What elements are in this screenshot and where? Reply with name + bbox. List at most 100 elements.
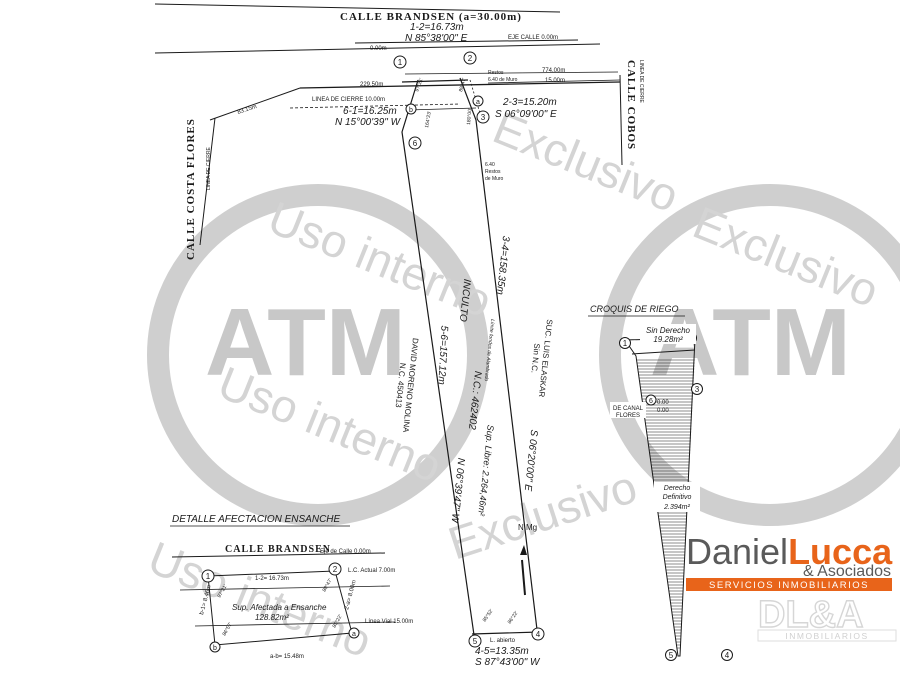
detail-ab: a-b= 15.48m	[270, 654, 304, 660]
dim-774-line	[404, 71, 619, 75]
street-east-label: CALLE COBOS	[625, 60, 637, 150]
riego-derecho-bg	[654, 482, 700, 512]
vertex-markers	[393, 51, 545, 648]
detail-sup-label: Sup. Afectada a Ensanche	[232, 603, 327, 612]
detail-s12: 1-2= 16.73m	[255, 576, 289, 582]
riego-vertex-4-marker	[721, 649, 733, 661]
riego-vertex-6-label: 6	[649, 398, 653, 405]
side-34-bearing: S 06°20'00" E	[522, 429, 539, 492]
north-arrow-icon	[520, 545, 527, 555]
side-34-length: 3-4=158.35m	[494, 235, 511, 295]
riego-sin-derecho-area: 19.28m²	[653, 335, 683, 344]
side-12-length: 1-2=16.73m	[410, 22, 464, 33]
vertex-5-label: 5	[473, 637, 478, 646]
west-closure-label: LINEA DE CIERRE	[206, 147, 212, 190]
street-north-label: CALLE BRANDSEN (a=30.00m)	[340, 11, 522, 23]
watermark-ring-left	[147, 184, 489, 526]
riego-divider	[631, 349, 696, 355]
detail-sup-value: 128.82m²	[255, 613, 289, 622]
riego-panel: CROQUIS DE RIEGO 1 2 3 6 5 4 Sin Derecho…	[588, 304, 733, 661]
street-lines	[154, 3, 623, 246]
detail-eje: Eje de Calle 0.00m	[320, 549, 371, 555]
vertex-a-marker	[472, 95, 484, 107]
riego-vertex-1-label: 1	[623, 339, 628, 348]
neighbor-east-nc: Sin N.C.	[529, 343, 541, 374]
riego-vertex-6-marker	[645, 394, 657, 406]
open-boundary-label: L. abierto	[490, 638, 516, 644]
vertex-6-marker	[408, 136, 422, 150]
resto-top-1: Restos	[488, 70, 504, 76]
angle-2: 89°47'	[458, 77, 467, 92]
parcel-west-side	[401, 79, 476, 643]
brand-monogram-bar	[757, 629, 897, 642]
detail-vertex-a-marker	[348, 627, 360, 639]
street-west-label: CALLE COSTA FLORES	[185, 118, 197, 260]
vertex-2-label: 2	[468, 54, 473, 63]
axis-eje-label: EJE CALLE 0.00m	[508, 35, 558, 41]
vertex-a-label: a	[476, 99, 480, 106]
closure-inside	[407, 107, 477, 111]
vertex-6-label: 6	[413, 139, 418, 148]
riego-derecho-1: Derecho	[664, 485, 691, 492]
riego-derecho-area: 2.394m²	[663, 504, 690, 511]
riego-derecho-2: Definitivo	[663, 494, 692, 501]
dim-774: 774.00m	[542, 68, 565, 74]
detail-vertex-1-marker	[201, 569, 215, 583]
detail-angle-4: 86°57'	[222, 622, 234, 637]
top-edge-line	[154, 3, 561, 13]
side-61-length: 6-1=16.25m	[343, 106, 397, 117]
brand-tagline: SERVICIOS INMOBILIARIOS	[709, 580, 869, 591]
brand-name-light: Daniel	[686, 531, 788, 572]
riego-canal-2: FLORES	[616, 413, 640, 419]
riego-vertex-5-label: 5	[669, 651, 674, 660]
angle-1: 97°21'	[414, 77, 424, 92]
angle-3: 180°00'	[466, 108, 473, 125]
watermark	[147, 184, 900, 526]
parcel-east-side	[459, 77, 539, 639]
riego-vertex-1-marker	[619, 337, 631, 349]
vertex-b-label: b	[409, 107, 413, 114]
detail-vertex-a-label: a	[352, 631, 356, 638]
dim-83: 83.15m	[237, 104, 258, 116]
side-23-bearing: S 06°09'00" E	[495, 109, 557, 120]
riego-vertex-3-label: 3	[695, 385, 700, 394]
riego-vertex-5-marker	[665, 649, 677, 661]
vertex-5-marker	[468, 634, 482, 648]
dim-229: 229.50m	[360, 82, 383, 88]
axis-left-zero: 0.00m	[370, 46, 387, 52]
vertex-3-label: 3	[481, 113, 486, 122]
north-arrow-shaft	[521, 559, 526, 596]
north-label: N Mg	[518, 523, 537, 532]
dim-15-line	[487, 79, 621, 84]
riego-sin-derecho-bg	[640, 324, 696, 344]
detail-linea-vial: Línea Vial 15.00m	[365, 619, 413, 625]
detail-vertex-2-label: 2	[333, 565, 338, 574]
riego-canal-bg	[610, 402, 646, 418]
detail-lc-actual: L.C. Actual 7.00m	[348, 568, 395, 574]
dim-closure: LINEA DE CIERRE 10.00m	[312, 97, 385, 103]
vertex-2-marker	[463, 51, 477, 65]
angle-6: 164°23'	[424, 111, 433, 129]
riego-sin-derecho: Sin Derecho	[646, 326, 691, 335]
vertex-1-marker	[393, 55, 407, 69]
vertex-4-marker	[531, 627, 545, 641]
vertex-3-marker	[476, 110, 490, 124]
brand-monogram-sub: INMOBILIARIOS	[785, 631, 868, 641]
resto-top-2: 6.40 de Muro	[488, 77, 518, 83]
detail-vertex-b-label: b	[213, 645, 217, 652]
vertex-b-marker	[405, 103, 417, 115]
closure-line-top	[299, 81, 621, 89]
riego-vertex-3-marker	[691, 383, 703, 395]
detail-panel: DETALLE AFECTACION ENSANCHE CALLE BRANDS…	[170, 514, 413, 660]
detail-street: CALLE BRANDSEN	[225, 544, 331, 555]
angle-5: 85°52'	[482, 608, 495, 623]
side-45-bearing: S 87°43'00" W	[475, 657, 541, 668]
brand-name: DanielLucca	[686, 531, 893, 572]
riego-zero-b: 0.00	[657, 408, 669, 414]
brand-name-bold: Lucca	[788, 531, 893, 572]
axis-dim-line	[154, 43, 601, 54]
west-corner-line	[209, 87, 301, 121]
side-23-length: 2-3=15.20m	[502, 97, 557, 108]
riego-hatch	[636, 359, 695, 649]
